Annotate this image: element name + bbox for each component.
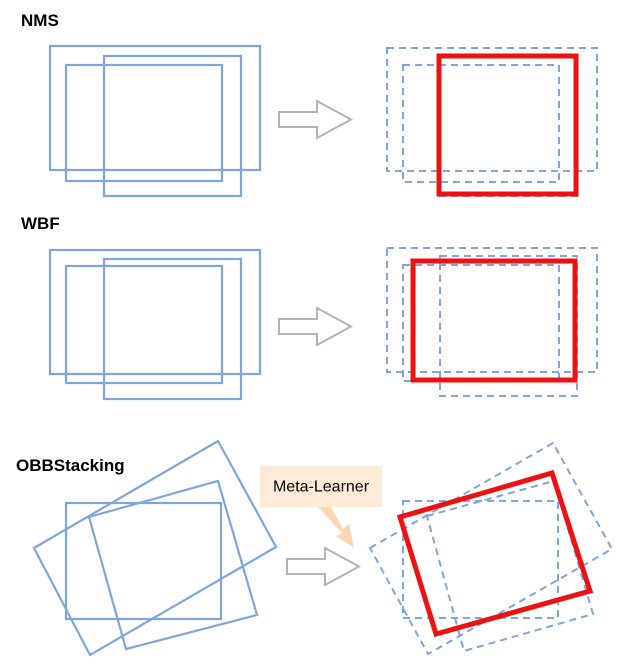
meta-learner-label: Meta-Learner <box>273 479 370 496</box>
obb-input-box-1 <box>64 501 223 621</box>
section-label-obbstacking: OBBStacking <box>16 456 125 475</box>
nms-input-box-3 <box>102 54 243 198</box>
wbf-dashed-box-2 <box>402 264 560 382</box>
wbf-input-box-3 <box>102 257 243 401</box>
nms-input-box-1 <box>48 44 262 172</box>
nms-dashed-box-2 <box>402 64 560 183</box>
obbstacking-result-box <box>396 469 594 638</box>
obb-input-box-3 <box>87 479 259 651</box>
wbf-input-box-2 <box>64 264 224 385</box>
wbf-dashed-box-3 <box>439 255 578 397</box>
wbf-input-box-1 <box>48 248 262 376</box>
nms-dashed-box-1 <box>386 47 598 172</box>
obb-dashed-box-3 <box>425 479 595 653</box>
wbf-result-box <box>410 258 578 383</box>
right-block-arrow-icon <box>278 99 354 140</box>
wbf-dashed-box-1 <box>386 247 598 373</box>
diagonal-arrow-icon <box>318 507 354 548</box>
meta-learner-callout <box>260 466 382 507</box>
obb-dashed-box-1 <box>402 500 559 619</box>
right-block-arrow-icon <box>278 306 354 347</box>
nms-result-box <box>436 53 579 197</box>
section-label-nms: NMS <box>21 11 59 30</box>
section-label-wbf: WBF <box>21 214 60 233</box>
right-block-arrow-icon <box>286 546 362 587</box>
nms-dashed-box-3 <box>439 55 578 197</box>
nms-input-box-2 <box>64 63 224 183</box>
obb-input-box-2 <box>32 439 278 657</box>
